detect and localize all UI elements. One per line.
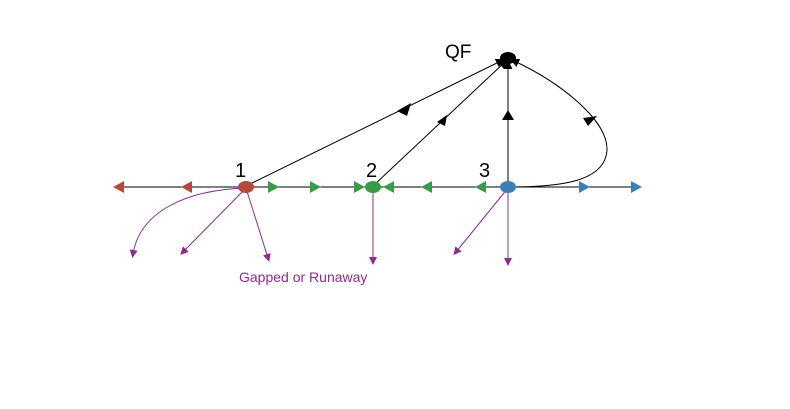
arrow-black-2-qf <box>437 115 447 126</box>
arrow-red-left-inner <box>181 181 192 193</box>
purple-flow-1-curve <box>129 187 247 258</box>
arrow-green-right-3 <box>354 181 365 193</box>
arrow-red-left-outer <box>113 181 124 193</box>
arrow-black-1-qf <box>397 103 411 116</box>
flow-line-1-to-qf <box>245 59 505 187</box>
purple-flow-1-diagonal <box>180 187 247 255</box>
node-label-2: 2 <box>366 160 377 182</box>
fixed-point-node-1 <box>238 181 254 193</box>
arrow-black-curve-qf <box>583 116 597 126</box>
arrow-blue-right-2 <box>631 181 642 193</box>
purple-flow-1-down <box>245 187 271 262</box>
purple-flow-3-diagonal <box>453 187 509 256</box>
gapped-runaway-label: Gapped or Runaway <box>239 269 367 285</box>
qf-label: QF <box>445 42 471 63</box>
arrow-green-left-3 <box>475 181 486 193</box>
arrow-black-3-qf <box>502 110 514 120</box>
arrow-green-right-1 <box>268 181 279 193</box>
arrow-green-left-2 <box>421 181 432 193</box>
node-label-3: 3 <box>479 160 490 182</box>
arrow-green-left-1 <box>383 181 394 193</box>
qf-node <box>500 52 516 64</box>
arrow-blue-right-1 <box>579 181 590 193</box>
node-label-1: 1 <box>235 160 246 182</box>
fixed-point-node-2 <box>365 181 381 193</box>
flow-curve-3-to-qf <box>507 58 608 188</box>
fixed-point-node-3 <box>500 181 516 193</box>
flow-line-2-to-qf <box>372 59 508 187</box>
arrow-green-right-2 <box>310 181 321 193</box>
